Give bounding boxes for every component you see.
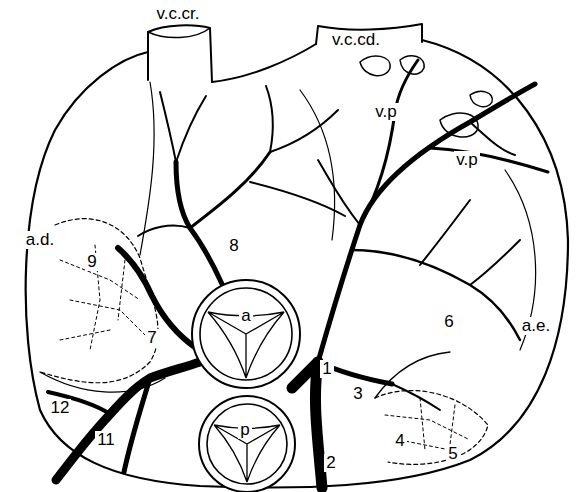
vessel-label: v.p	[454, 151, 479, 170]
callout-number: 2	[324, 454, 337, 473]
callout-number: 3	[351, 385, 364, 404]
callout-number: 5	[446, 445, 459, 464]
callout-number: 12	[49, 399, 72, 418]
callout-number: 6	[442, 313, 455, 332]
chamber-label: a.d.	[24, 231, 56, 250]
callout-number: 1	[320, 360, 333, 379]
valve-outline	[197, 394, 297, 492]
callout-number: 4	[393, 432, 406, 451]
callout-number: 7	[145, 329, 158, 348]
callout-number: 11	[95, 431, 117, 450]
vessel-label: v.c.cr.	[154, 5, 201, 24]
chamber-label: a.e.	[520, 317, 552, 336]
valve-label: a	[239, 307, 252, 326]
valve-circle: p	[197, 394, 297, 492]
callout-number: 8	[227, 237, 240, 256]
valve-label: p	[238, 421, 251, 440]
valve-outline	[190, 278, 302, 390]
vessel-label: v.c.cd.	[330, 31, 382, 50]
vessel-label: v.p	[373, 103, 398, 122]
valve-circle: a	[190, 278, 302, 390]
callout-number: 9	[85, 253, 98, 272]
